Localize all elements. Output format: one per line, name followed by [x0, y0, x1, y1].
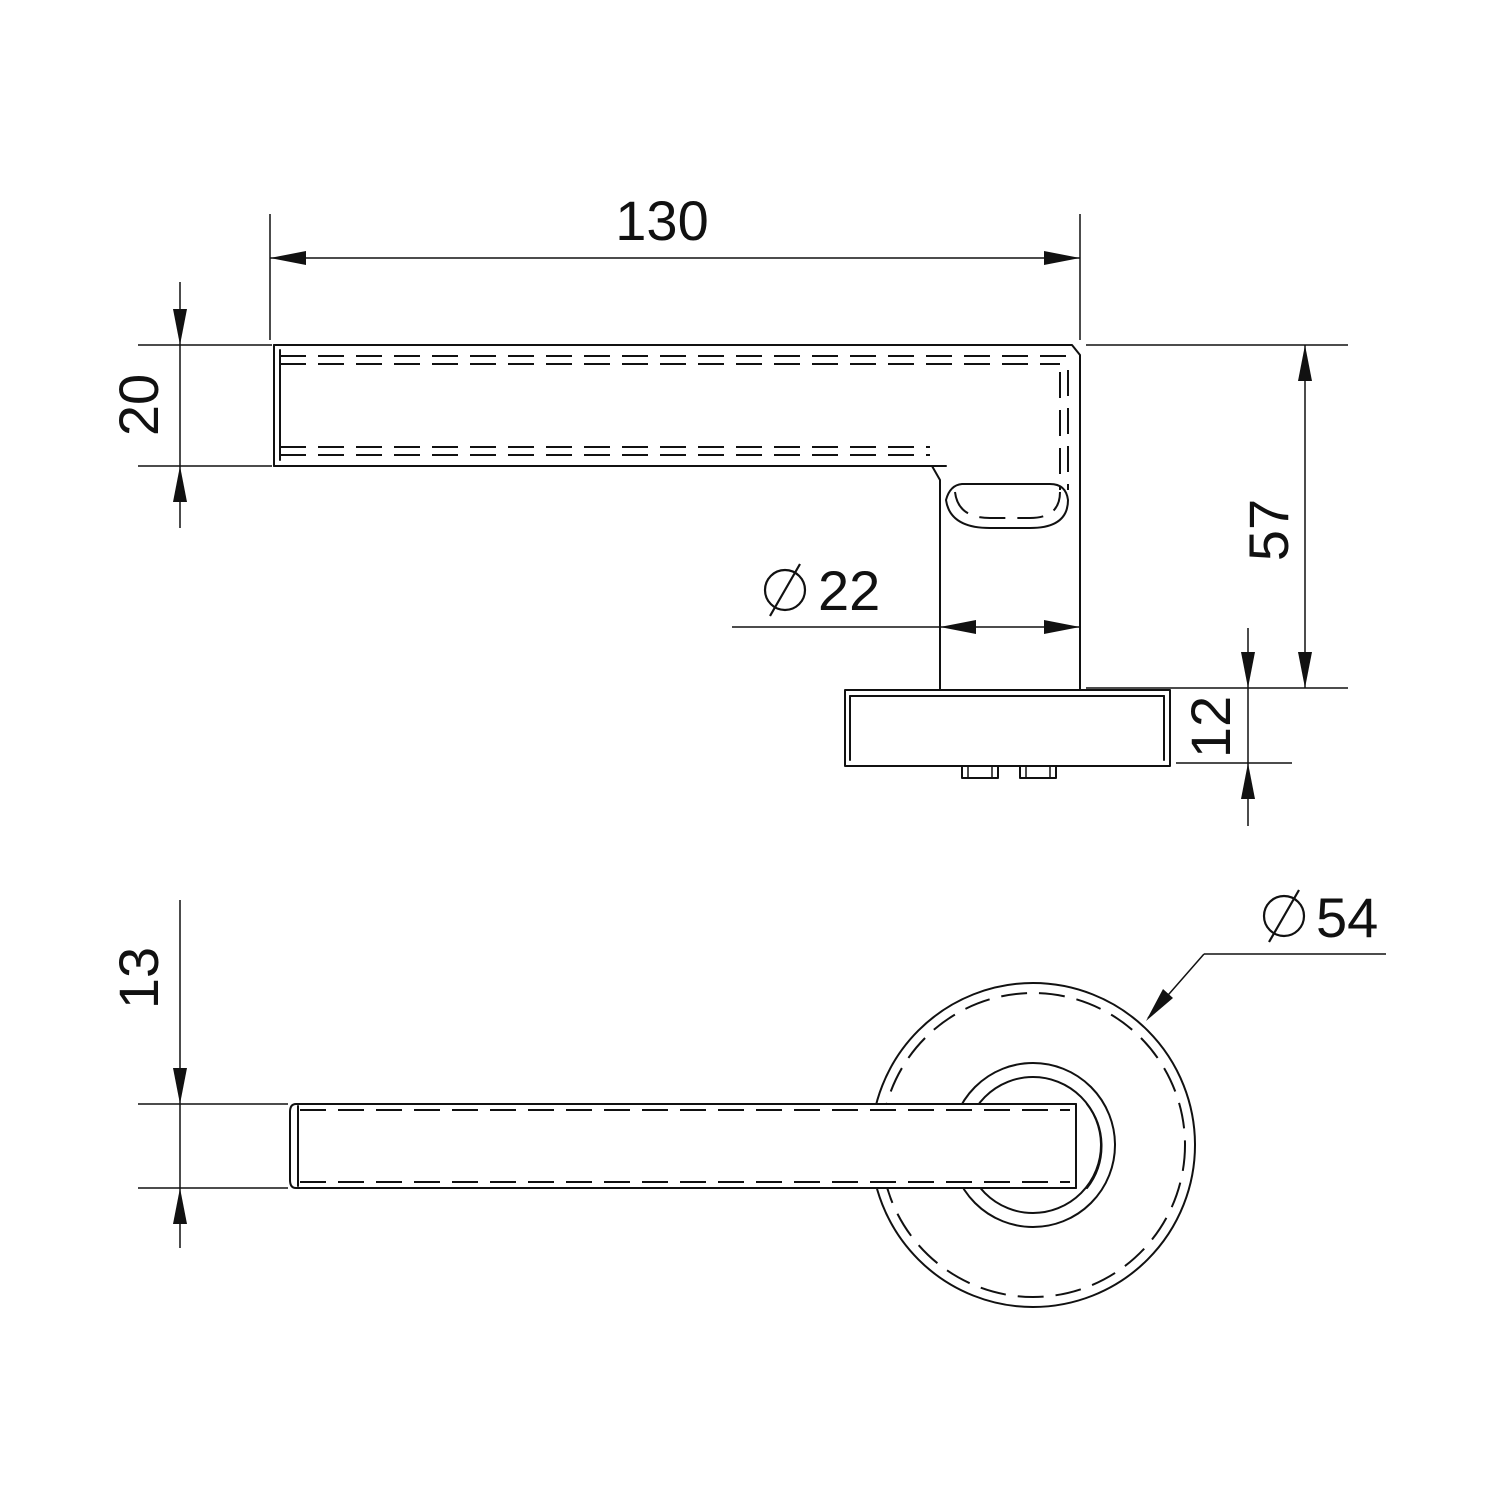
dimension-rose-diameter: 54: [1146, 886, 1386, 1021]
arrowhead: [940, 620, 976, 634]
arrowhead: [1044, 251, 1080, 265]
dimension-rose-thickness: 12: [1176, 628, 1292, 826]
dimension-lever-width: 13: [107, 900, 288, 1248]
dimension-lever-length: 130: [269, 189, 1081, 340]
top-view: 13 54: [107, 886, 1386, 1308]
fixing-pin-left: [961, 765, 999, 779]
lever-outline: [273, 344, 1081, 691]
dimension-label-57: 57: [1237, 499, 1300, 561]
dimension-lever-height: 20: [107, 282, 272, 528]
lever-fill: [296, 1104, 1076, 1188]
neck-inner-curve: [945, 483, 1069, 529]
dimension-label-12: 12: [1179, 696, 1242, 758]
arrowhead: [1146, 989, 1173, 1021]
arrowhead: [173, 466, 187, 502]
rose-side-outline: [844, 689, 1171, 767]
dimension-neck-diameter: 22: [732, 559, 1080, 634]
lever-top-outline: [289, 1103, 1077, 1189]
dimension-label-13: 13: [107, 947, 170, 1009]
arrowhead: [270, 251, 306, 265]
dimension-label-130: 130: [615, 189, 708, 252]
arrowhead: [1298, 652, 1312, 688]
arrowhead: [173, 1068, 187, 1104]
side-view: 130 20 22 5: [107, 189, 1348, 826]
diameter-symbol-icon: [1262, 889, 1306, 943]
arrowhead: [1241, 652, 1255, 688]
dimension-label-22: 22: [818, 559, 880, 622]
arrowhead: [1241, 763, 1255, 799]
dimension-label-20: 20: [107, 374, 170, 436]
fixing-pin-right: [1019, 765, 1057, 779]
arrowhead: [173, 1188, 187, 1224]
dimension-label-54: 54: [1316, 886, 1378, 949]
neck-inner-hidden-curve: [954, 491, 1061, 519]
dimension-total-projection: 57: [1086, 344, 1348, 689]
arrowhead: [1298, 345, 1312, 381]
arrowhead: [1044, 620, 1080, 634]
arrowhead: [173, 309, 187, 345]
diameter-symbol-icon: [763, 563, 807, 617]
neck-arc-right: [1086, 1103, 1103, 1189]
